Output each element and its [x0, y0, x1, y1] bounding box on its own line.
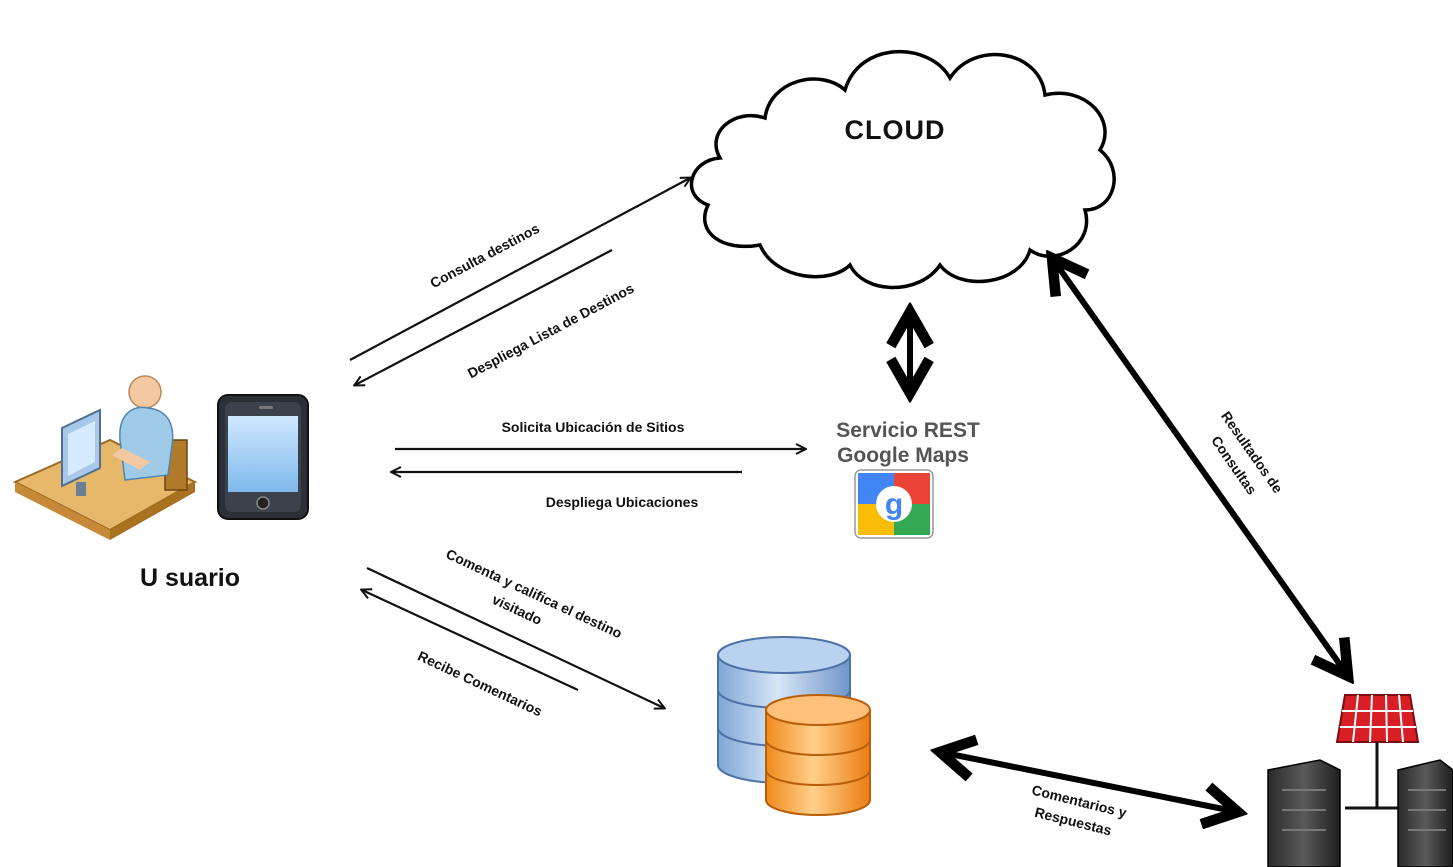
edge-despliega-lista-arrow — [355, 249, 613, 385]
edge-recibe-arrow — [362, 590, 579, 691]
edge-despliega-ubic-label: Despliega Ubicaciones — [546, 494, 699, 510]
service-label-line2: Google Maps — [837, 444, 969, 467]
user-desk-icon — [12, 375, 198, 540]
edge-comenta-arrow — [366, 567, 664, 708]
edge-despliega-lista-label: Despliega Lista de Destinos — [465, 280, 637, 382]
edge-db-server-arrow — [940, 752, 1238, 812]
service-label-line1: Servicio REST — [836, 419, 980, 442]
server-node — [1267, 694, 1453, 867]
google-maps-icon: g — [854, 469, 934, 539]
edge-recibe-label: Recibe Comentarios — [415, 648, 545, 720]
solar-panel-icon — [1335, 694, 1420, 810]
edge-cloud-server-arrow — [1052, 258, 1348, 676]
server-tower-right-icon — [1397, 759, 1453, 867]
edge-consulta-arrow — [349, 178, 690, 361]
database-node — [717, 636, 871, 816]
cloud-node: CLOUD — [689, 49, 1116, 290]
edge-consulta-label: Consulta destinos — [427, 220, 542, 291]
google-maps-service-node: Servicio REST Google Maps g — [836, 419, 980, 539]
user-node: U suario — [12, 375, 309, 592]
database-orange-icon — [765, 694, 871, 816]
user-label: U suario — [140, 564, 240, 592]
mobile-phone-icon — [217, 394, 309, 520]
server-tower-left-icon — [1267, 759, 1341, 867]
cloud-label: CLOUD — [845, 115, 946, 145]
edge-solicita-label: Solicita Ubicación de Sitios — [502, 419, 685, 435]
svg-text:g: g — [885, 488, 903, 521]
edge-comenta-label-line1: Comenta y califica el destino — [444, 546, 625, 642]
cloud-icon — [689, 49, 1116, 290]
